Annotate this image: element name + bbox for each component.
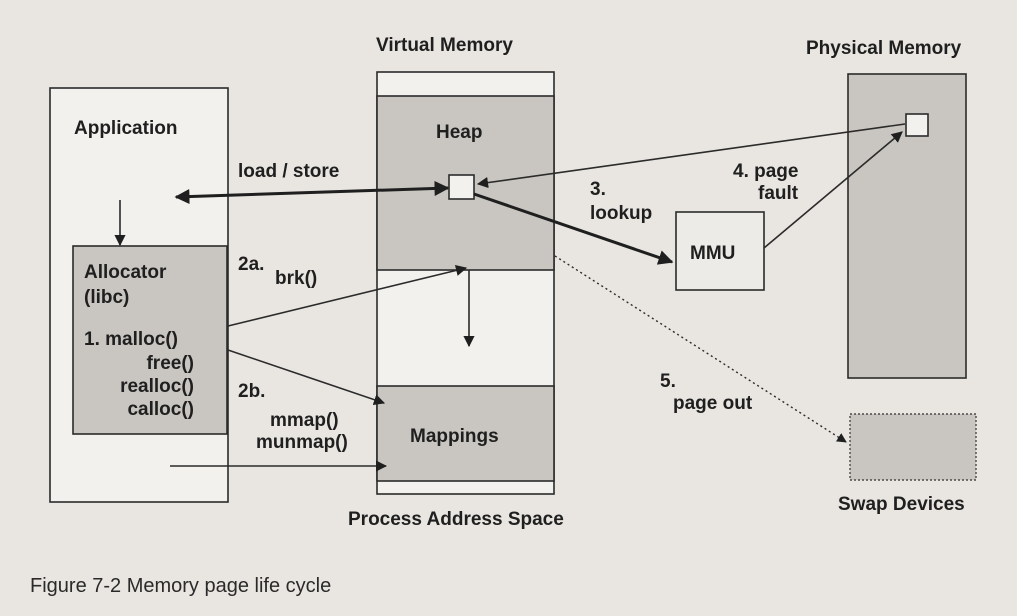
calloc-label: calloc() [127, 399, 194, 420]
mmu-box [675, 211, 765, 291]
application-label: Application [74, 118, 177, 139]
page-fault-label-line2: fault [758, 183, 799, 204]
physical-memory-title: Physical Memory [806, 38, 962, 59]
free-label: free() [146, 353, 194, 374]
brk-label: brk() [275, 268, 317, 289]
mmap-label: mmap() [270, 410, 339, 431]
malloc-label: 1. malloc() [84, 329, 178, 350]
step-2a-label: 2a. [238, 254, 264, 275]
figure-caption: Figure 7-2 Memory page life cycle [30, 575, 331, 597]
mmap-arrow [227, 349, 386, 406]
lookup-label: lookup [590, 203, 652, 224]
load-store-arrow [174, 180, 450, 205]
lookup-arrow [473, 192, 674, 265]
lookup-step-label: 3. [590, 179, 606, 200]
libc-label: (libc) [84, 287, 129, 308]
swap-devices-label: Swap Devices [838, 494, 965, 515]
munmap-label: munmap() [256, 432, 348, 453]
load-store-label: load / store [238, 161, 339, 182]
step-2b-label: 2b. [238, 381, 265, 402]
heap-label: Heap [436, 122, 482, 143]
page-out-step-label: 5. [660, 371, 676, 392]
page-fault-label-line1: 4. page [733, 161, 798, 182]
page-fault-arrow [476, 123, 906, 189]
realloc-label: realloc() [120, 376, 194, 397]
virtual-page [448, 174, 475, 200]
virtual-memory-title: Virtual Memory [376, 35, 513, 56]
allocator-label: Allocator [84, 262, 167, 283]
mmu-to-physical-arrow [763, 131, 903, 249]
mmu-label: MMU [690, 243, 735, 264]
physical-page [905, 113, 929, 137]
mappings-region [376, 385, 555, 482]
mappings-label: Mappings [410, 426, 499, 447]
allocator-box [72, 245, 228, 435]
process-address-space-label: Process Address Space [348, 509, 564, 530]
brk-arrow [227, 264, 468, 327]
swap-devices-box [849, 413, 977, 481]
page-out-label: page out [673, 393, 753, 414]
